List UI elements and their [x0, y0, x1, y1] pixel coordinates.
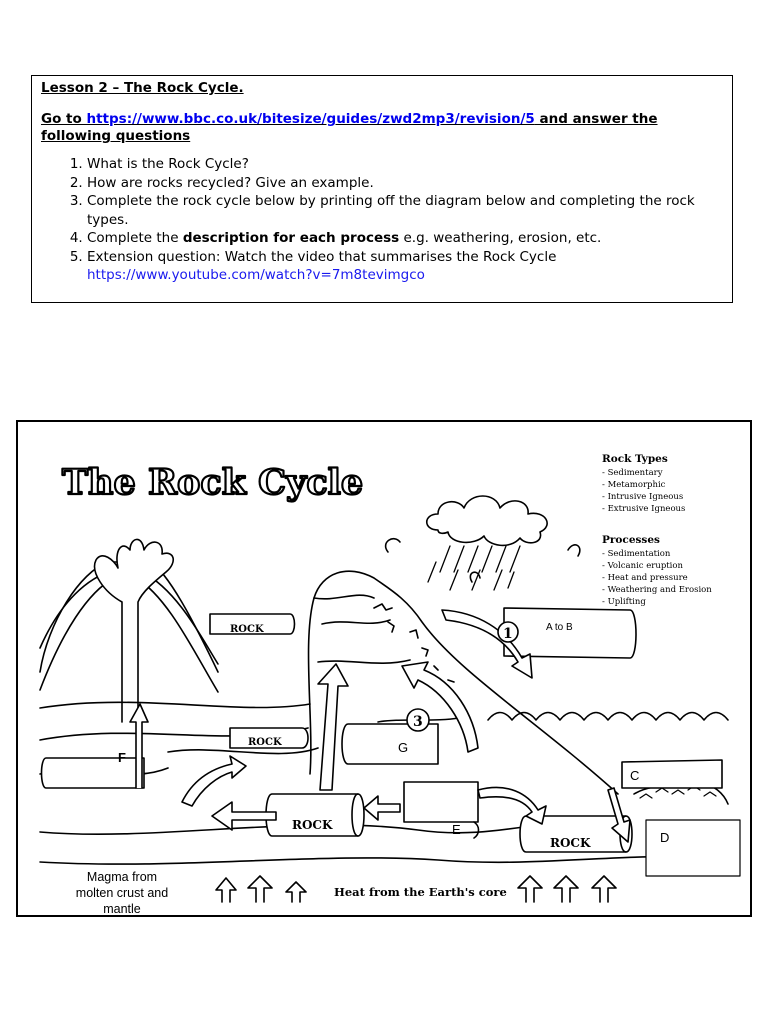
goto-prefix: Go to	[41, 111, 86, 127]
instructions-line: Go to https://www.bbc.co.uk/bitesize/gui…	[41, 111, 723, 145]
label-c: C	[630, 768, 639, 783]
rock-block: ROCK	[266, 794, 364, 836]
question-item: How are rocks recycled? Give an example.	[87, 174, 723, 193]
question-item: Extension question: Watch the video that…	[87, 248, 723, 285]
process-item: - Heat and pressure	[602, 573, 688, 583]
svg-text:3: 3	[413, 714, 423, 730]
rock-type-item: - Sedimentary	[602, 468, 663, 478]
bbc-bitesize-link[interactable]: https://www.bbc.co.uk/bitesize/guides/zw…	[86, 111, 534, 127]
svg-text:ROCK: ROCK	[550, 836, 591, 850]
process-item: - Uplifting	[602, 597, 646, 607]
lesson-instructions-box: Lesson 2 – The Rock Cycle. Go to https:/…	[31, 75, 733, 303]
svg-text:ROCK: ROCK	[248, 737, 282, 748]
rock-types-legend: Rock Types - Sedimentary - Metamorphic -…	[602, 453, 685, 514]
svg-text:molten crust and: molten crust and	[76, 886, 168, 900]
answer-box-d[interactable]: D	[646, 820, 740, 876]
label-g: G	[398, 740, 408, 755]
answer-box-c[interactable]: C	[622, 760, 722, 788]
process-item: - Sedimentation	[602, 549, 671, 559]
answer-box-a-to-b[interactable]: A to B	[504, 608, 636, 658]
question-item: Complete the rock cycle below by printin…	[87, 192, 723, 229]
rock-type-item: - Metamorphic	[602, 480, 666, 490]
lesson-title: Lesson 2 – The Rock Cycle.	[41, 80, 723, 97]
process-item: - Weathering and Erosion	[602, 585, 712, 595]
question-list: What is the Rock Cycle? How are rocks re…	[41, 155, 723, 285]
question-item: What is the Rock Cycle?	[87, 155, 723, 174]
rain-cloud	[386, 496, 580, 590]
svg-text:1: 1	[503, 626, 513, 642]
label-d: D	[660, 830, 669, 845]
label-e: E	[452, 822, 461, 837]
label-f: F	[118, 750, 126, 765]
rock-block: ROCK	[210, 614, 295, 635]
diagram-heading: The Rock Cycle	[62, 462, 363, 503]
rock-type-item: - Intrusive Igneous	[602, 492, 683, 502]
question-text: e.g. weathering, erosion, etc.	[399, 230, 601, 246]
step-number-3: 3	[407, 709, 429, 731]
step-number-1: 1	[498, 622, 518, 642]
question-bold-text: description for each process	[183, 230, 399, 246]
rock-type-item: - Extrusive Igneous	[602, 504, 685, 514]
magma-label: Magma from molten crust and mantle	[76, 870, 168, 915]
question-text: Extension question: Watch the video that…	[87, 249, 556, 265]
volcano	[40, 539, 218, 722]
svg-text:ROCK: ROCK	[292, 818, 333, 832]
processes-legend: Processes - Sedimentation - Volcanic eru…	[602, 534, 712, 607]
process-item: - Volcanic eruption	[602, 561, 684, 571]
question-text: Complete the	[87, 230, 183, 246]
processes-title: Processes	[602, 534, 660, 546]
svg-text:ROCK: ROCK	[230, 624, 264, 635]
youtube-link[interactable]: https://www.youtube.com/watch?v=7m8tevim…	[87, 267, 425, 283]
svg-text:mantle: mantle	[103, 902, 141, 915]
svg-text:The Rock Cycle: The Rock Cycle	[62, 462, 363, 503]
svg-text:Magma from: Magma from	[87, 870, 157, 884]
rock-types-title: Rock Types	[602, 453, 668, 465]
answer-box-f[interactable]: F	[42, 750, 145, 788]
question-item: Complete the description for each proces…	[87, 229, 723, 248]
heat-label: Heat from the Earth's core	[334, 885, 507, 899]
rock-block: ROCK	[230, 728, 308, 748]
label-a-to-b: A to B	[546, 622, 573, 633]
rock-cycle-diagram: The Rock Cycle Rock Types - Sedimentary …	[16, 420, 752, 917]
